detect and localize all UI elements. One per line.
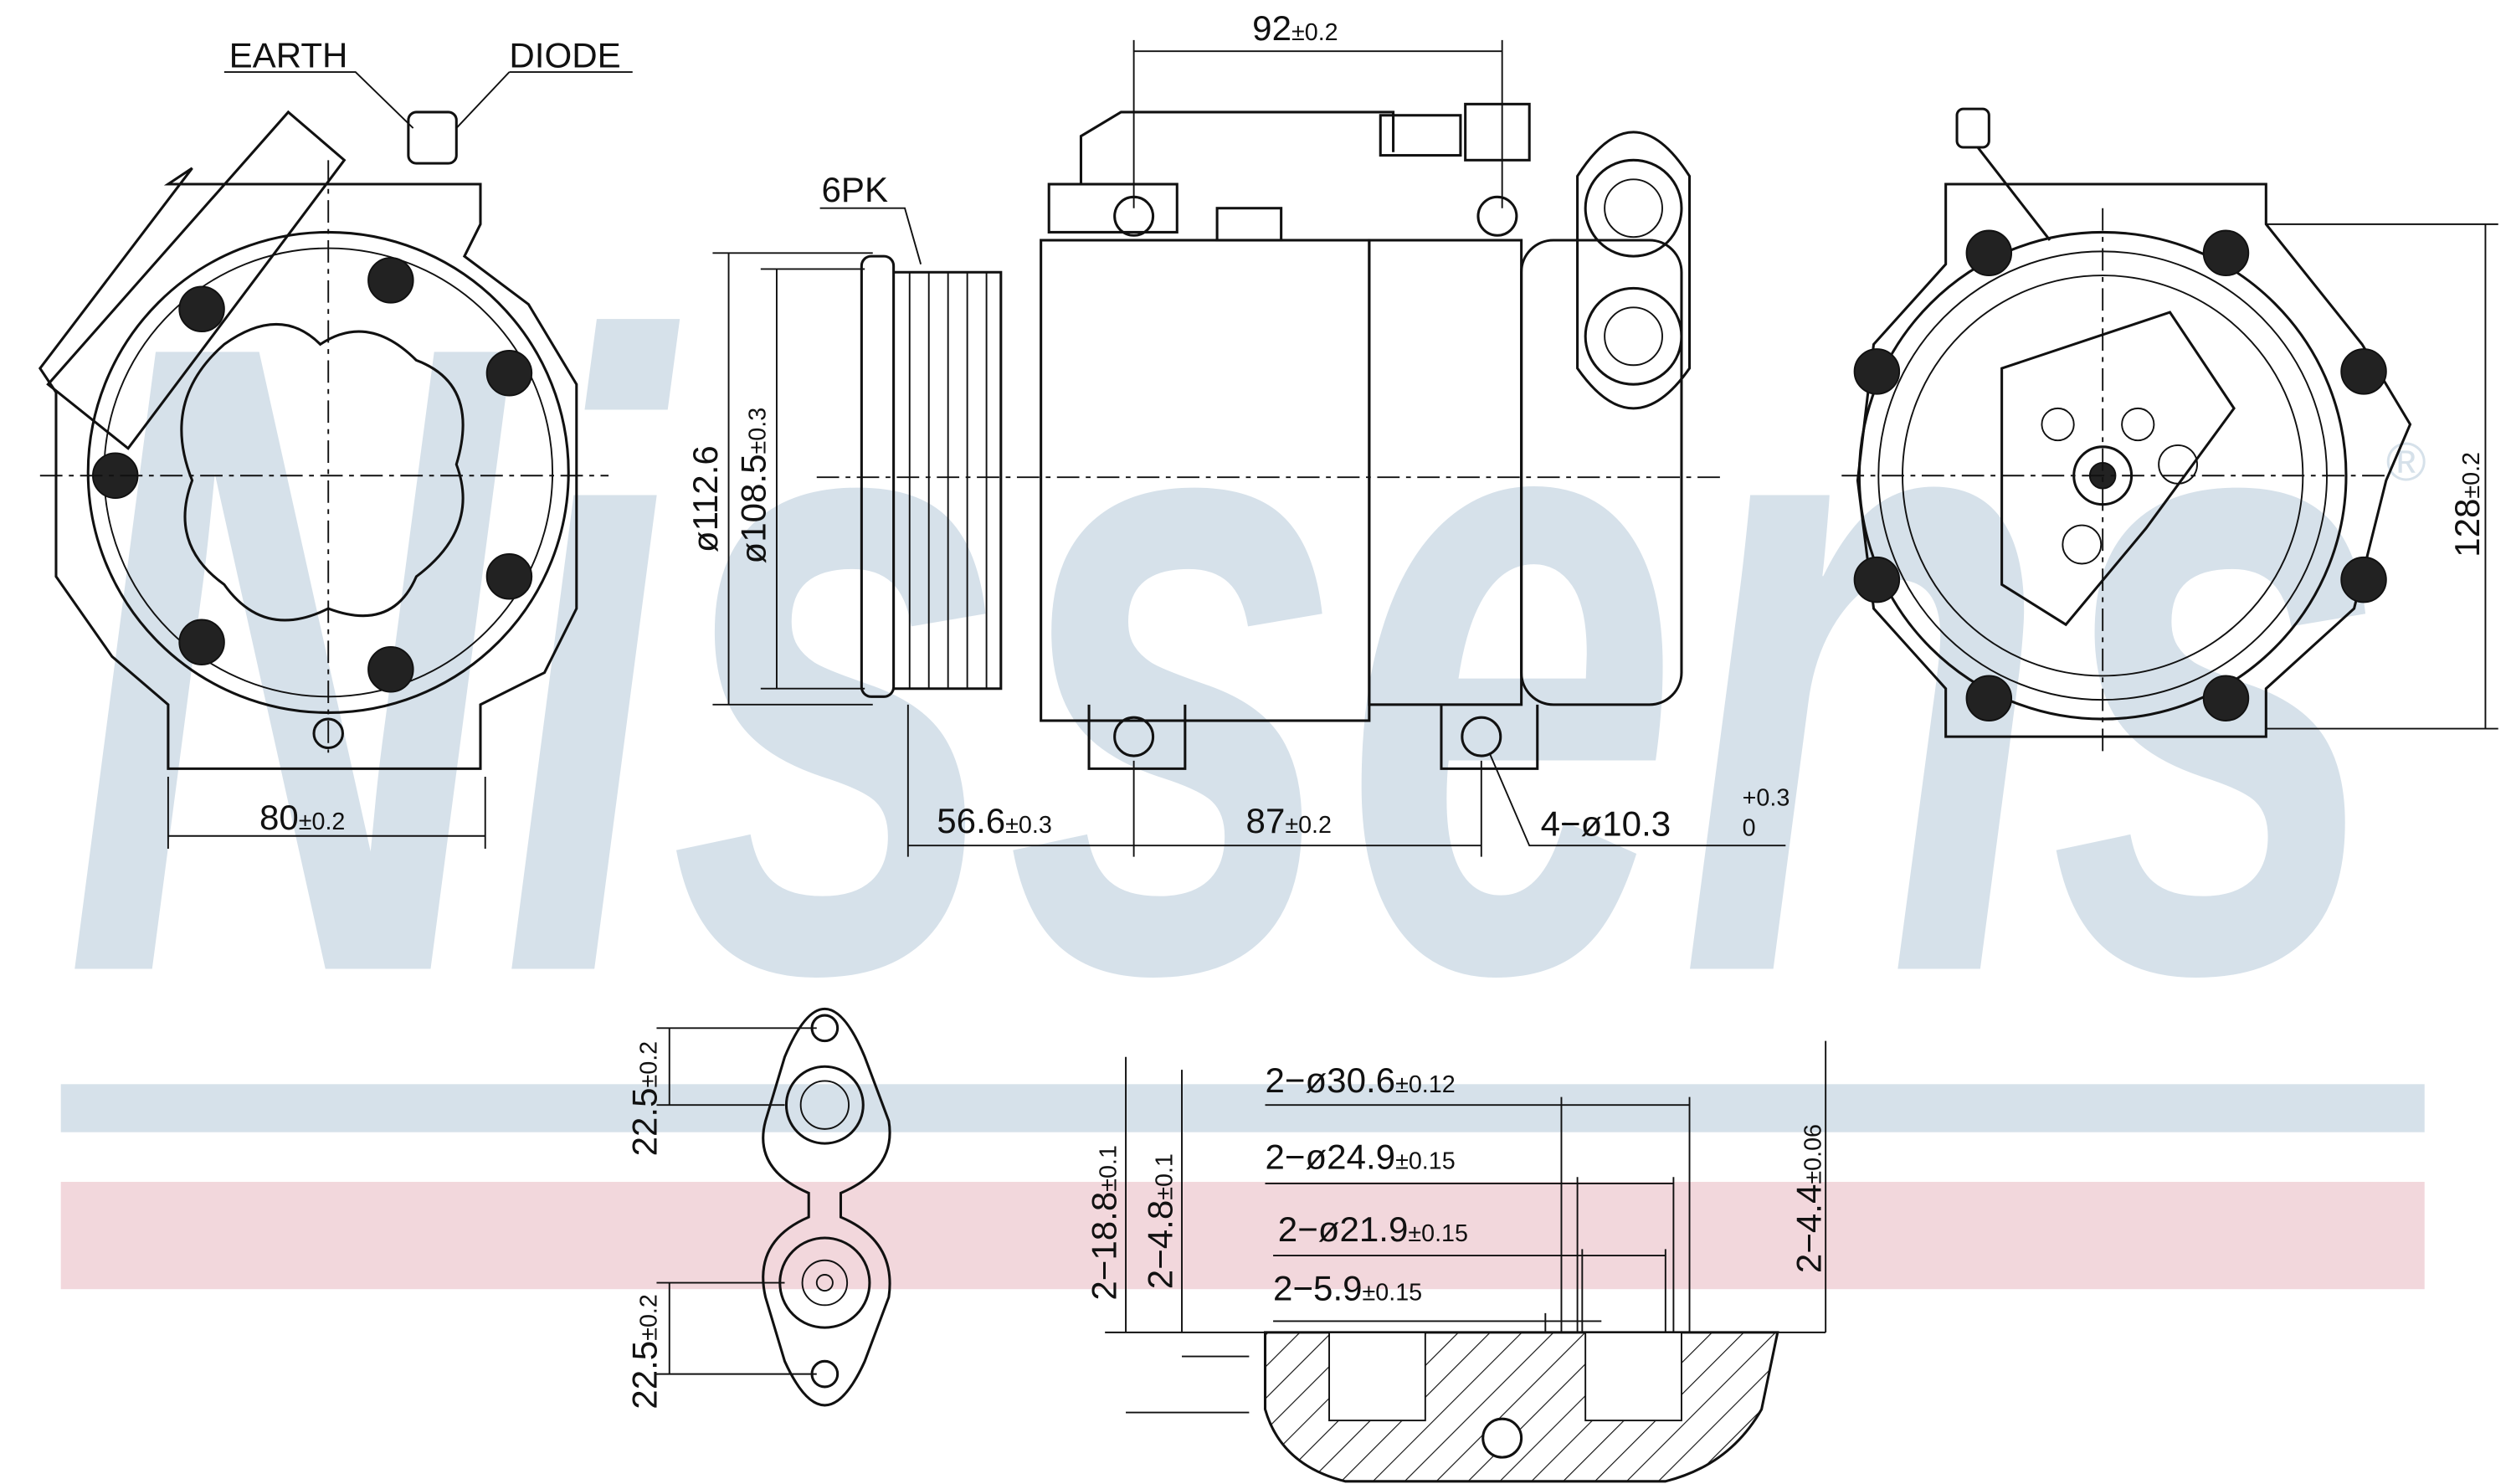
registered-mark: ® bbox=[2386, 431, 2426, 492]
front-view: 128±0.2 bbox=[1841, 107, 2498, 753]
front-bolt-icons bbox=[1853, 229, 2387, 721]
outer-diameter-dim: ø112.6 bbox=[686, 445, 725, 552]
flange-upper-dim: 22.5±0.2 bbox=[624, 1041, 664, 1157]
section-view: 2−ø30.6±0.12 2−ø24.9±0.15 2−ø21.9±0.15 2… bbox=[1085, 1040, 1828, 1483]
pulley-dim: 56.6±0.3 bbox=[937, 801, 1052, 840]
section-d4: 2−5.9±0.15 bbox=[1273, 1269, 1422, 1308]
diode-label: DIODE bbox=[509, 35, 620, 74]
inner-diameter-dim: ø108.5±0.3 bbox=[734, 408, 773, 564]
top-dim: 92±0.2 bbox=[1252, 8, 1338, 48]
flange-lower-dim: 22.5±0.2 bbox=[624, 1294, 664, 1410]
width-dim: 80±0.2 bbox=[259, 798, 345, 837]
hole-callout: 4−ø10.3 bbox=[1541, 804, 1671, 844]
height-dim: 128±0.2 bbox=[2447, 452, 2487, 557]
side-view: 92±0.2 6PK ø112.6 ø108.5±0.3 56.6±0.3 87… bbox=[686, 8, 1790, 857]
section-d2: 2−ø24.9±0.15 bbox=[1266, 1137, 1456, 1177]
left-rear-view: EARTH DIODE 80±0.2 bbox=[38, 35, 633, 850]
watermark-brand-text: Nissens bbox=[64, 158, 2386, 1160]
connector-icon bbox=[407, 110, 458, 165]
band-pink bbox=[60, 1182, 2425, 1290]
hole-tol-upper: +0.3 bbox=[1743, 784, 1790, 811]
section-h1: 2−18.8±0.1 bbox=[1085, 1145, 1124, 1300]
mount-dim: 87±0.2 bbox=[1246, 801, 1332, 840]
watermark: Nissens ® bbox=[64, 158, 2426, 1160]
section-d3: 2−ø21.9±0.15 bbox=[1278, 1209, 1468, 1249]
hole-tol-lower: 0 bbox=[1743, 815, 1756, 842]
section-h3: 2−4.4±0.06 bbox=[1789, 1124, 1828, 1273]
section-d1: 2−ø30.6±0.12 bbox=[1266, 1060, 1456, 1100]
bolt-icons bbox=[92, 257, 533, 693]
flange-view: 22.5±0.2 22.5±0.2 bbox=[624, 1008, 891, 1410]
band-blue bbox=[60, 1084, 2425, 1132]
belt-label: 6PK bbox=[822, 170, 889, 209]
earth-label: EARTH bbox=[229, 35, 348, 74]
section-h2: 2−4.8±0.1 bbox=[1141, 1153, 1180, 1289]
